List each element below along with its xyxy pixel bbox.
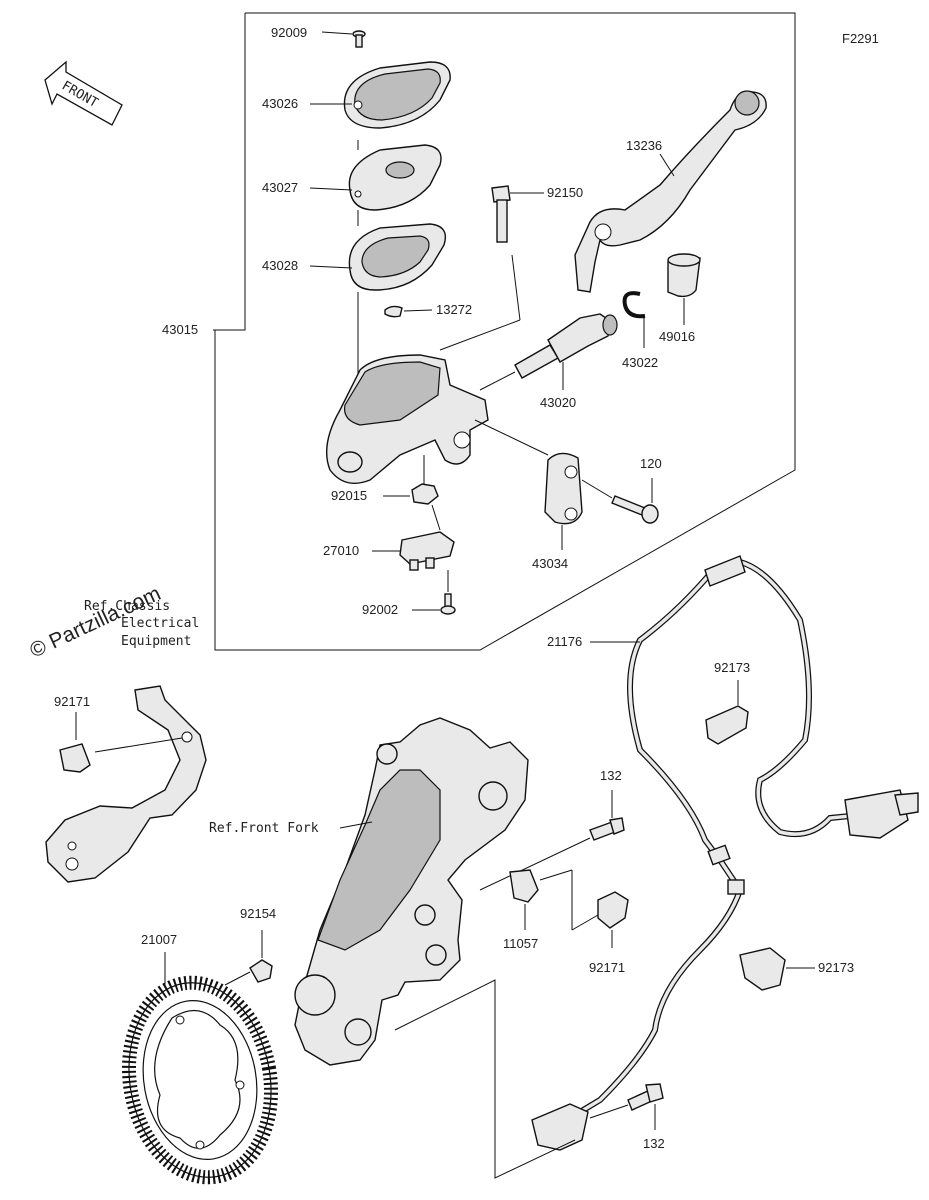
label-92173-lower: 92173	[818, 960, 854, 975]
part-92150-bolt	[491, 185, 511, 243]
part-92171-clamp-right	[597, 891, 629, 929]
part-92154-bolt	[249, 959, 273, 983]
chassis-bracket	[45, 685, 207, 883]
label-92171-right: 92171	[589, 960, 625, 975]
part-27010-switch	[399, 531, 455, 571]
label-92150: 92150	[547, 185, 583, 200]
part-43034-clamp	[544, 452, 583, 525]
part-92015-nut	[411, 455, 439, 505]
front-arrow-icon: FRONT	[44, 60, 123, 126]
label-43022: 43022	[622, 355, 658, 370]
part-132-bolt-lower	[627, 1083, 664, 1111]
part-21007-sensor-rotor	[121, 975, 279, 1185]
label-43026: 43026	[262, 96, 298, 111]
part-49016-cover	[667, 253, 701, 298]
label-92171-left: 92171	[54, 694, 90, 709]
label-92009: 92009	[271, 25, 307, 40]
part-92002-screw	[440, 593, 456, 615]
label-43015: 43015	[162, 322, 198, 337]
label-43028: 43028	[262, 258, 298, 273]
part-120-bolt	[611, 495, 659, 524]
assembly-frame	[214, 12, 796, 651]
label-120: 120	[640, 456, 662, 471]
part-11057-clip	[509, 869, 539, 903]
part-132-bolt-upper	[589, 817, 625, 841]
front-fork-caliper	[294, 717, 529, 1066]
label-21176: 21176	[547, 634, 582, 649]
ref-front-fork: Ref.Front Fork	[209, 821, 319, 836]
part-13236-lever	[574, 90, 767, 293]
label-43027: 43027	[262, 180, 298, 195]
part-92173-clip-lower	[739, 947, 786, 991]
part-43026-cap	[343, 61, 451, 129]
part-21176-sensor-harness	[531, 555, 919, 1151]
part-92173-clip-upper	[705, 705, 749, 745]
part-13272-clip	[384, 305, 403, 318]
label-43020: 43020	[540, 395, 576, 410]
label-27010: 27010	[323, 543, 359, 558]
label-132-lower: 132	[643, 1136, 665, 1151]
label-49016: 49016	[659, 329, 695, 344]
label-13236: 13236	[626, 138, 662, 153]
label-92173-upper: 92173	[714, 660, 750, 675]
part-43028-diaphragm	[348, 223, 447, 291]
diagram-code: F2291	[842, 31, 879, 46]
label-92015: 92015	[331, 488, 367, 503]
part-92171-grommet-left	[59, 743, 91, 773]
label-92002: 92002	[362, 602, 398, 617]
part-43020-piston-kit	[514, 313, 618, 379]
label-21007: 21007	[141, 932, 177, 947]
ref-chassis-line3: Equipment	[121, 634, 191, 649]
label-43034: 43034	[532, 556, 568, 571]
master-cylinder-body	[325, 354, 489, 484]
part-43022-circlip	[622, 291, 646, 319]
label-13272: 13272	[436, 302, 472, 317]
part-92009-screw	[352, 30, 366, 48]
label-132-upper: 132	[600, 768, 622, 783]
label-92154: 92154	[240, 906, 276, 921]
part-43027-plate	[348, 144, 442, 211]
label-11057: 11057	[503, 936, 538, 951]
ref-chassis-line1: Ref.Chassis	[84, 599, 170, 614]
ref-chassis-line2: Electrical	[121, 616, 199, 631]
